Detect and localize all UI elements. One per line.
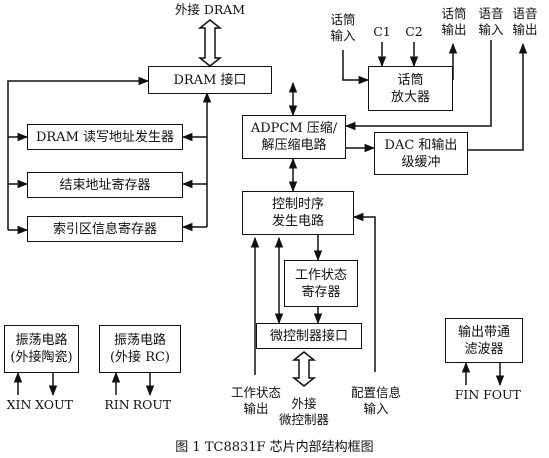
xout-label: XOUT bbox=[35, 397, 73, 412]
end-address-register-text: 结束地址寄存器 bbox=[59, 177, 151, 193]
dac-buffer-block: DAC 和输出 级缓冲 bbox=[374, 132, 468, 175]
dac-buffer-text: DAC 和输出 级缓冲 bbox=[384, 137, 458, 170]
mcu-bus-arrow bbox=[291, 351, 317, 387]
status-register-text: 工作状态 寄存器 bbox=[294, 267, 347, 300]
rc-oscillator-text: 振荡电路 (外接 RC) bbox=[109, 333, 170, 365]
rout-label: ROUT bbox=[132, 397, 172, 412]
bandpass-filter-block: 输出带通 滤波器 bbox=[445, 318, 523, 363]
c1-label: C1 bbox=[373, 24, 391, 39]
status-output-label: 工作状态 输出 bbox=[230, 385, 281, 416]
xin-label: XIN bbox=[6, 397, 32, 412]
dram-address-generator-text: DRAM 读写地址发生器 bbox=[35, 129, 175, 145]
fin-label: FIN bbox=[454, 387, 480, 402]
adpcm-codec-text: ADPCM 压缩/ 解压缩电路 bbox=[250, 121, 338, 153]
mcu-interface-text: 微控制器接口 bbox=[269, 328, 348, 344]
status-register-block: 工作状态 寄存器 bbox=[284, 260, 358, 307]
dram-interface-block: DRAM 接口 bbox=[148, 66, 272, 94]
index-register-block: 索引区信息寄存器 bbox=[27, 216, 183, 242]
fout-label: FOUT bbox=[483, 387, 521, 402]
config-input-label: 配置信息 输入 bbox=[350, 385, 401, 416]
voice-input-label: 语音 输入 bbox=[478, 6, 504, 37]
rin-label: RIN bbox=[104, 397, 130, 412]
mic-amplifier-text: 话筒 放大器 bbox=[390, 72, 430, 105]
index-register-text: 索引区信息寄存器 bbox=[52, 221, 157, 237]
mic-amplifier-block: 话筒 放大器 bbox=[368, 66, 453, 111]
mic-output-label: 话筒 输出 bbox=[441, 6, 467, 37]
rc-oscillator-block: 振荡电路 (外接 RC) bbox=[99, 325, 181, 373]
mic-input-label: 话筒 输入 bbox=[330, 12, 356, 43]
ceramic-oscillator-block: 振荡电路 (外接陶瓷) bbox=[4, 325, 79, 373]
bandpass-filter-text: 输出带通 滤波器 bbox=[457, 324, 510, 357]
control-timing-block: 控制时序 发生电路 bbox=[242, 191, 354, 235]
external-mcu-label: 外接 微控制器 bbox=[278, 396, 329, 427]
dram-bus-arrow bbox=[197, 19, 223, 67]
control-timing-text: 控制时序 发生电路 bbox=[271, 197, 324, 229]
c2-label: C2 bbox=[405, 24, 423, 39]
external-dram-label: 外接 DRAM bbox=[174, 2, 246, 17]
ceramic-oscillator-text: 振荡电路 (外接陶瓷) bbox=[10, 333, 73, 365]
mcu-interface-block: 微控制器接口 bbox=[256, 323, 362, 349]
figure-caption: 图 1 TC8831F 芯片内部结构框图 bbox=[175, 440, 374, 455]
dram-address-generator-block: DRAM 读写地址发生器 bbox=[27, 124, 183, 150]
left-bus-line bbox=[7, 76, 150, 230]
end-address-register-block: 结束地址寄存器 bbox=[27, 172, 183, 198]
voice-output-label: 语音 输出 bbox=[512, 6, 538, 37]
adpcm-codec-block: ADPCM 压缩/ 解压缩电路 bbox=[242, 115, 346, 159]
dram-interface-text: DRAM 接口 bbox=[173, 72, 247, 88]
